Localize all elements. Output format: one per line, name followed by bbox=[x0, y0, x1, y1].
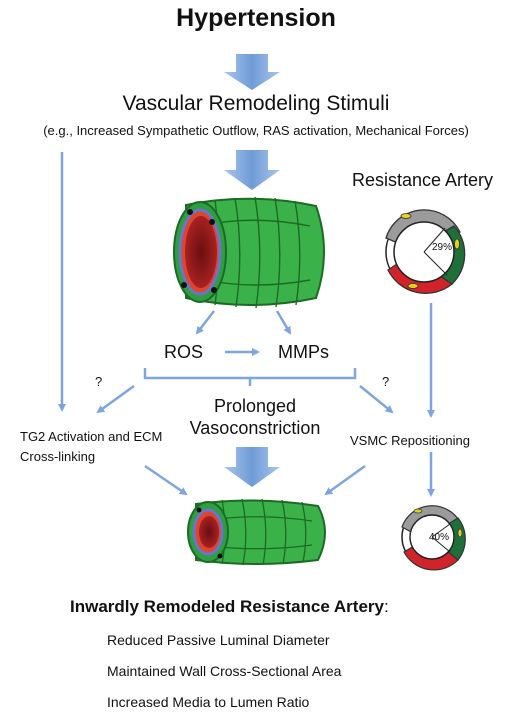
vessel-to-ros-arrow bbox=[195, 310, 215, 335]
stimuli-heading: Vascular Remodeling Stimuli bbox=[122, 92, 390, 115]
outcome-heading: Inwardly Remodeled Resistance Artery: bbox=[70, 597, 389, 617]
outcome-title: Inwardly Remodeled Resistance Artery bbox=[70, 597, 384, 616]
question-mark-left: ? bbox=[95, 374, 103, 389]
bracket-right-diagonal-arrow bbox=[359, 385, 394, 414]
vsmc-repositioning-label: VSMC Repositioning bbox=[350, 433, 470, 448]
outcome-item: Maintained Wall Cross-Sectional Area bbox=[107, 663, 342, 679]
resistance-artery-label: Resistance Artery bbox=[352, 170, 494, 190]
diagram-title: Hypertension bbox=[176, 4, 336, 32]
big-arrow-1 bbox=[224, 54, 280, 90]
outcome-item: Increased Media to Lumen Ratio bbox=[107, 694, 310, 710]
tg2-activation-label: TG2 Activation and ECM Cross-linking bbox=[20, 429, 163, 464]
bracket bbox=[143, 368, 357, 386]
cross-section-large bbox=[385, 209, 466, 294]
question-mark-right: ? bbox=[382, 374, 390, 389]
outcome-item: Reduced Passive Luminal Diameter bbox=[107, 632, 330, 648]
big-arrow-2 bbox=[224, 150, 280, 190]
stimuli-examples: (e.g., Increased Sympathetic Outflow, RA… bbox=[43, 123, 469, 138]
vessel-to-mmps-arrow bbox=[275, 310, 292, 335]
vessel-lower bbox=[187, 498, 326, 566]
vessel-upper bbox=[173, 196, 325, 309]
mmps-label: MMPs bbox=[278, 342, 329, 362]
cross-section-small bbox=[401, 505, 466, 571]
prolonged-vasoconstriction-label: Prolonged Vasoconstriction bbox=[189, 396, 321, 438]
big-arrow-3 bbox=[224, 447, 280, 487]
outcome-colon: : bbox=[384, 597, 389, 616]
ros-label: ROS bbox=[164, 342, 204, 362]
percent-after-label: 40% bbox=[429, 532, 450, 543]
percent-before-label: 29% bbox=[432, 242, 453, 253]
vsmc-to-vessel-arrow bbox=[324, 464, 366, 496]
tg2-to-vessel-arrow bbox=[144, 464, 188, 496]
bracket-left-diagonal-arrow bbox=[96, 384, 135, 414]
